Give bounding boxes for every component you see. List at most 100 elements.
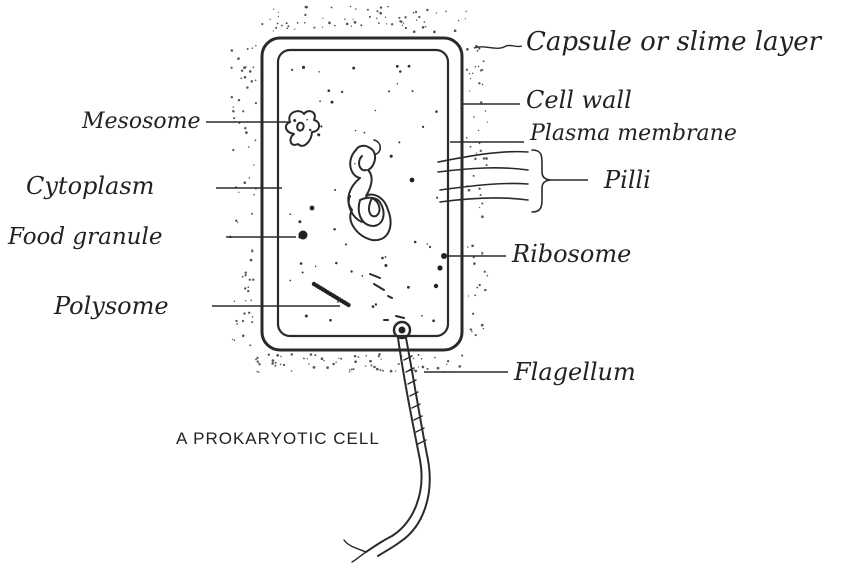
cytoplasm-dot [341,91,343,93]
capsule-dot [332,363,335,366]
capsule-dot [360,24,362,26]
capsule-dot [445,11,447,13]
capsule-dot [303,357,305,359]
capsule-dot [255,79,257,81]
capsule-dot [487,275,489,277]
capsule-dot [236,323,238,325]
capsule-dot [380,369,382,371]
cytoplasm-dot [354,163,355,164]
capsule-dot [275,362,277,364]
capsule-dot [355,8,357,10]
capsule-dot [268,354,270,356]
cytoplasm-dot [291,69,293,71]
cytoplasm-dot [421,315,423,317]
cytoplasm-dot [352,67,355,70]
capsule-dot [249,177,250,178]
capsule-dot [418,16,420,18]
capsule-dot [253,164,254,165]
capsule-dot [244,127,246,129]
capsule-dot [413,12,415,14]
capsule-dot [473,116,475,118]
capsule-dot [232,110,235,113]
capsule-dot [314,354,316,356]
capsule-dot [231,96,233,98]
capsule-dot [446,364,447,365]
capsule-dot [251,213,253,215]
capsule-dot [386,23,387,24]
cytoplasm-dot [329,319,332,322]
capsule-dot [253,67,255,69]
capsule-dot [402,25,403,26]
cytoplasm-dot [298,220,301,223]
capsule-dot [476,287,478,289]
capsule-dot [436,12,437,13]
capsule-dot [480,194,482,196]
capsule-dot [246,86,248,88]
capsule-dot [237,222,238,223]
capsule-dot [376,18,378,20]
capsule-dot [470,146,472,148]
cytoplasm-dot [293,119,296,122]
capsule-dot [272,359,275,362]
cytoplasm-dot [436,197,438,199]
ribosome-label: Ribosome [511,240,631,268]
capsule-dot [413,369,415,371]
capsule-dot [294,29,295,30]
capsule-dot [255,102,257,104]
capsule-dot [304,22,306,24]
cytoplasm-dot [318,71,319,72]
capsule-dot [232,149,234,151]
food-granule [299,231,308,240]
capsule-dot [242,320,244,322]
capsule-dot [382,370,384,372]
capsule-dot [466,11,467,12]
capsule-dot [244,274,246,276]
capsule-dot [485,157,488,160]
polysome-label: Polysome [53,292,169,320]
capsule-dot [485,110,486,111]
capsule-dot [478,48,480,50]
cytoplasm-label: Cytoplasm [26,172,154,200]
cell-wall [262,38,462,350]
capsule-dot [232,339,233,340]
capsule-dot [322,18,323,19]
capsule-dot [256,357,258,359]
capsule-dot [376,368,379,371]
capsule-dot [349,371,350,372]
capsule-dot [473,262,476,265]
capsule-dot [353,19,354,20]
capsule-dot [252,278,254,280]
capsule-dot [468,189,471,192]
capsule-dot [398,17,400,19]
capsule-dot [350,6,352,8]
capsule-dot [280,364,282,366]
capsule-dot [470,78,471,79]
cytoplasm-dot [335,262,337,264]
capsule-dot [258,363,260,365]
capsule-dot [413,30,416,33]
capsule-dot [245,131,248,134]
capsule-dot [307,358,308,359]
capsule-dot [245,300,246,301]
capsule-dot [340,358,342,360]
capsule-dot [416,20,417,21]
capsule-dot [351,369,353,371]
flagellum-label: Flagellum [513,358,636,386]
capsule-dot [251,80,254,83]
capsule-dot [471,331,472,332]
capsule-dot [475,66,477,68]
capsule-dot [252,47,254,49]
capsule-dot [373,366,376,369]
cytoplasm-dot [306,119,308,121]
capsule-dot [346,23,349,26]
mesosome-label: Mesosome [81,109,201,134]
capsule-dot [391,23,393,25]
capsule-dot [251,321,253,323]
cytoplasm-dot [384,264,387,267]
cytoplasm-dot [309,129,311,131]
cytoplasm-dot [289,280,291,282]
cytoplasm-dot [398,141,400,143]
capsule-dot [258,372,259,373]
capsule-dot [242,335,245,338]
capsule-dot [308,363,309,364]
